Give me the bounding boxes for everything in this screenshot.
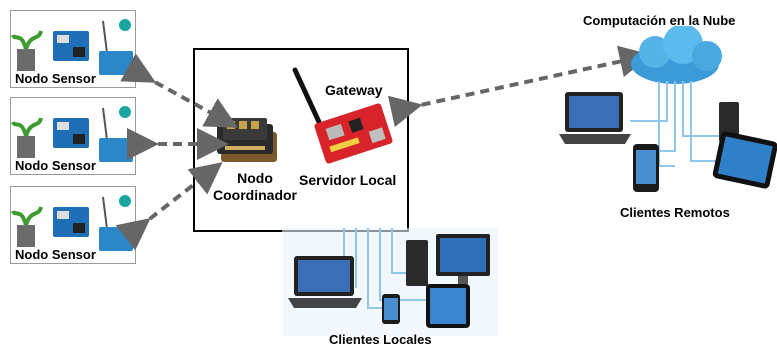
cloud-label: Computación en la Nube xyxy=(583,13,736,28)
coordinator-board-icon xyxy=(217,118,277,162)
local-clients-label: Clientes Locales xyxy=(329,332,432,347)
tablet-icon xyxy=(712,131,777,189)
gateway-board-icon xyxy=(292,67,393,164)
tablet-icon xyxy=(426,284,470,328)
remote-clients-illustration xyxy=(559,26,777,192)
remote-clients-label: Clientes Remotos xyxy=(620,205,730,220)
sensor-node-label: Nodo Sensor xyxy=(13,158,98,173)
cloud-icon xyxy=(631,26,722,84)
local-server-label: Servidor Local xyxy=(299,172,397,188)
sensor-node-3: Nodo Sensor xyxy=(10,186,136,264)
desktop-tower-icon xyxy=(406,240,428,286)
coordinator-label-line1: Nodo xyxy=(237,170,273,186)
smartphone-icon xyxy=(382,294,400,324)
sensor-node-label: Nodo Sensor xyxy=(13,71,98,86)
sensor-node-1: Nodo Sensor xyxy=(10,10,136,88)
local-clients-illustration xyxy=(282,228,498,336)
laptop-icon xyxy=(288,256,362,308)
coordinator-label-line2: Coordinador xyxy=(213,187,297,203)
smartphone-icon xyxy=(633,144,659,192)
sensor-node-label: Nodo Sensor xyxy=(13,247,98,262)
coordinator-label: Nodo Coordinador xyxy=(209,170,301,204)
local-system-box: Gateway Nodo Coordinador Servidor Local xyxy=(193,48,409,232)
gateway-label: Gateway xyxy=(325,82,383,98)
monitor-icon xyxy=(436,234,490,284)
sensor-node-icon xyxy=(11,106,133,162)
sensor-node-2: Nodo Sensor xyxy=(10,97,136,175)
laptop-icon xyxy=(559,92,631,144)
